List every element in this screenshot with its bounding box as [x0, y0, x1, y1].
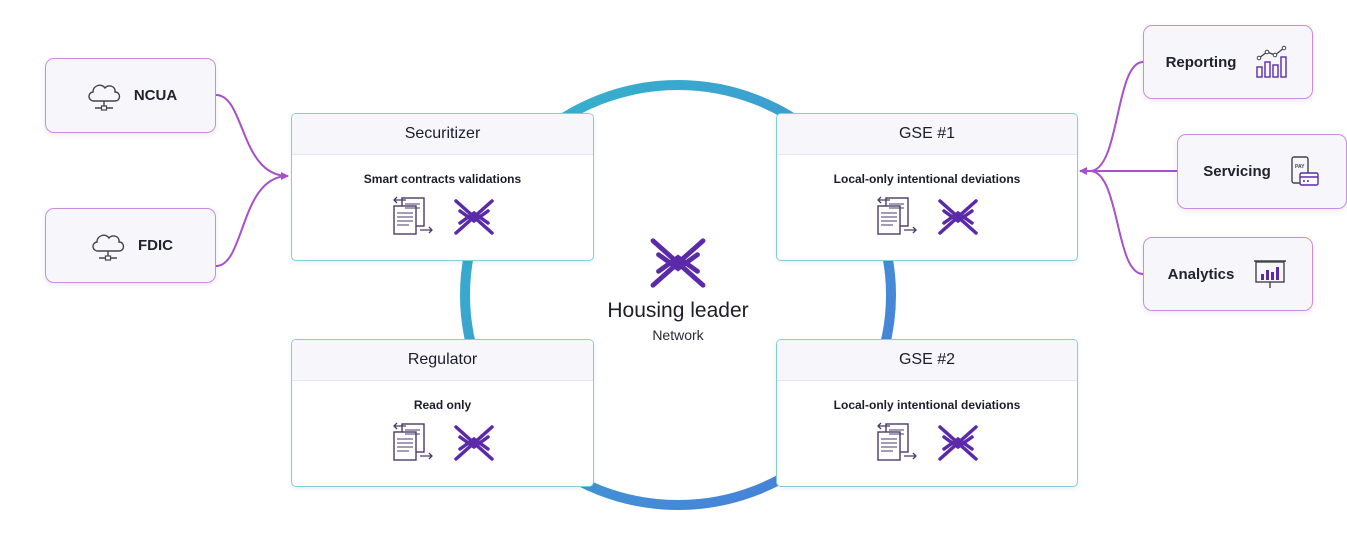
network-ring [460, 80, 896, 510]
output-card-servicing[interactable]: Servicing PAY [1177, 134, 1347, 209]
bar-chart-icon [1256, 45, 1288, 78]
node-title: Securitizer [292, 114, 593, 155]
cloud-network-icon [92, 234, 125, 261]
document-exchange-icon [877, 422, 917, 461]
node-subtitle: Local-only intentional deviations [833, 398, 1021, 412]
document-exchange-icon [392, 422, 433, 461]
node-title: GSE #1 [777, 114, 1077, 155]
connector-reporting [1089, 61, 1144, 172]
source-label: NCUA [133, 87, 178, 104]
node-gse-2[interactable]: GSE #2 Local-only intentional deviations [776, 339, 1078, 487]
node-subtitle: Smart contracts validations [363, 172, 522, 186]
document-exchange-icon [877, 196, 917, 235]
connector-analytics [1089, 170, 1144, 275]
payment-icon: PAY [1291, 155, 1319, 186]
presentation-chart-icon [1254, 260, 1287, 288]
network-logo-icon [453, 199, 494, 235]
node-subtitle: Read only [413, 398, 472, 412]
node-gse-1[interactable]: GSE #1 Local-only intentional deviations [776, 113, 1078, 261]
output-label: Reporting [1165, 53, 1237, 71]
connector-ncua [215, 94, 289, 180]
node-regulator[interactable]: Regulator Read only [291, 339, 594, 487]
output-card-reporting[interactable]: Reporting [1143, 25, 1313, 99]
network-title: Housing leader [607, 299, 749, 322]
source-label: FDIC [138, 237, 173, 254]
output-label: Analytics [1167, 265, 1235, 283]
connector-fdic [215, 175, 289, 267]
document-exchange-icon [392, 196, 433, 235]
cloud-network-icon [88, 84, 121, 111]
node-title: Regulator [292, 340, 593, 381]
node-title: GSE #2 [777, 340, 1077, 381]
output-card-analytics[interactable]: Analytics [1143, 237, 1313, 311]
network-logo-icon [938, 199, 978, 235]
output-label: Servicing [1203, 163, 1271, 180]
network-logo-icon [453, 425, 494, 461]
svg-text:PAY: PAY [1295, 164, 1305, 170]
node-securitizer[interactable]: Securitizer Smart contracts validations [291, 113, 594, 261]
network-center: Housing leader Network [573, 238, 783, 343]
network-logo-icon [650, 238, 706, 288]
source-card-ncua[interactable]: NCUA [45, 58, 216, 133]
network-logo-icon [938, 425, 978, 461]
source-card-fdic[interactable]: FDIC [45, 208, 216, 283]
node-subtitle: Local-only intentional deviations [833, 172, 1021, 186]
network-subtitle: Network [652, 327, 704, 343]
